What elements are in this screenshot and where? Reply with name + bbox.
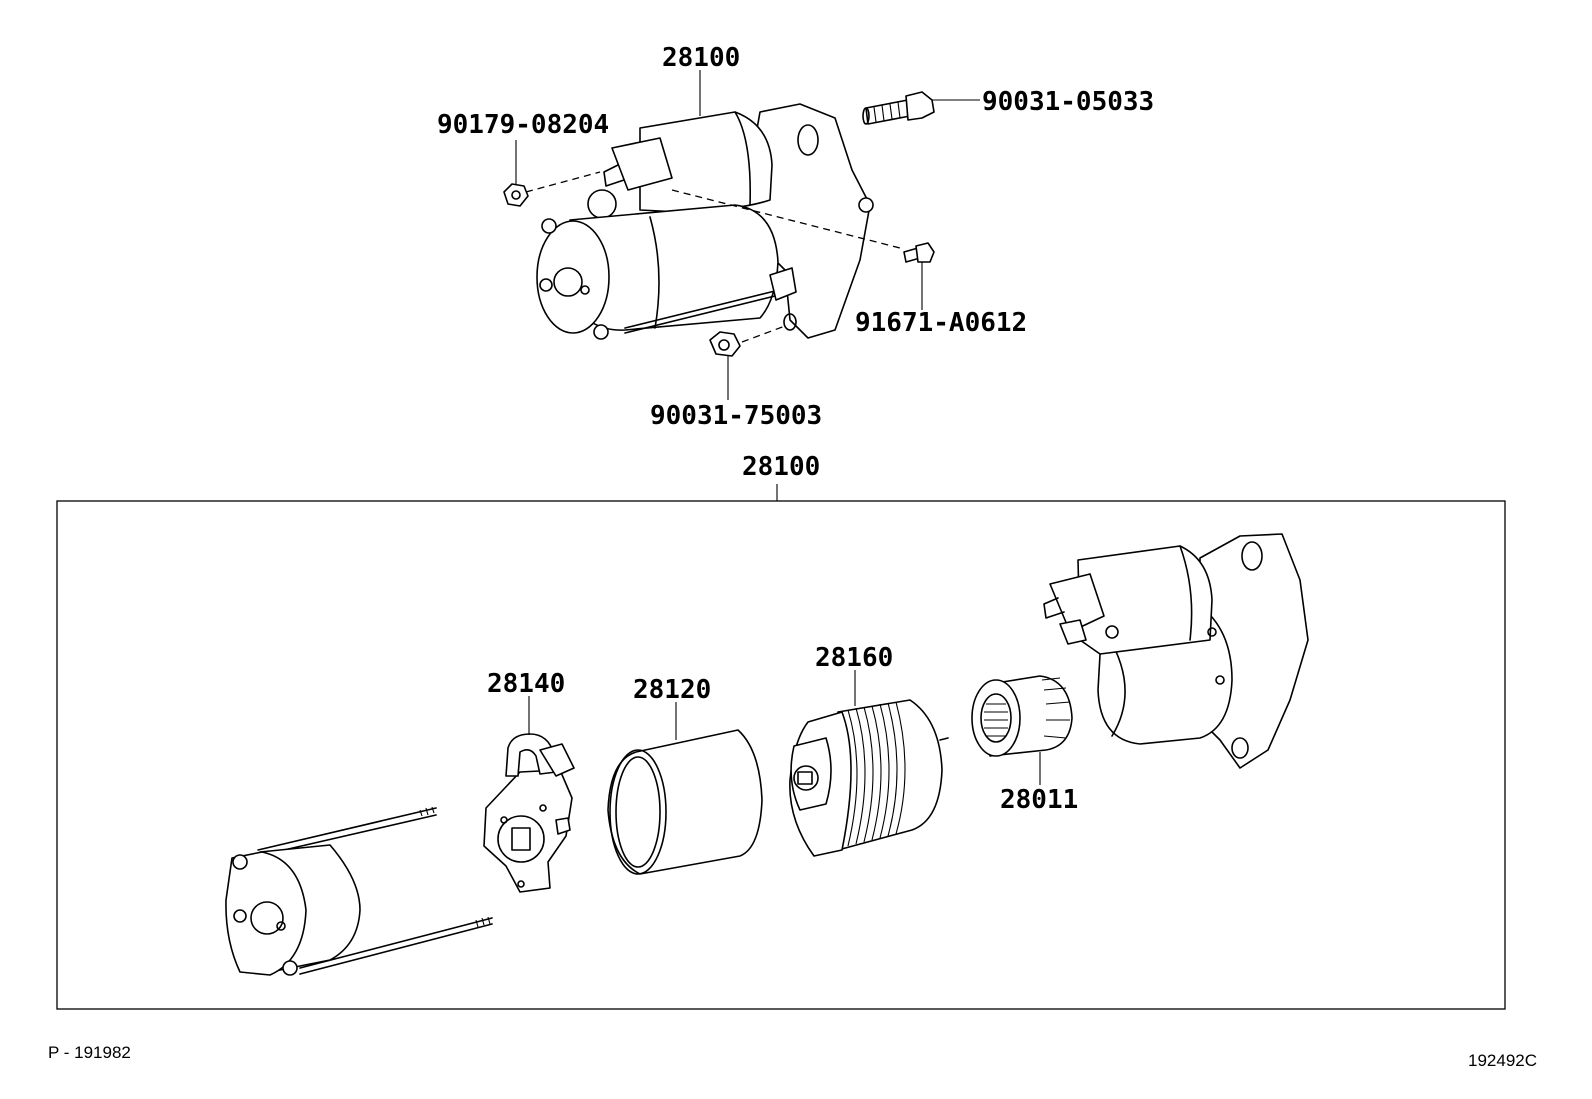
- yoke-illustration: [607, 729, 763, 875]
- nut-lower-icon: [709, 331, 741, 357]
- label-clutch: 28011: [1000, 785, 1078, 815]
- install-line-terminal: [525, 171, 601, 193]
- page-reference: P - 191982: [48, 1043, 131, 1062]
- label-bolt-small: 91671-A0612: [855, 308, 1027, 338]
- armature-illustration: [789, 699, 949, 857]
- exploded-view-frame: [56, 500, 1506, 1010]
- install-line-bolt: [671, 189, 901, 249]
- drive-housing-illustration: [1043, 533, 1309, 769]
- bolt-small-icon: [903, 242, 935, 263]
- label-bolt-upper: 90031-05033: [982, 87, 1154, 117]
- bolt-upper-icon: [862, 91, 935, 125]
- label-yoke: 28120: [633, 675, 711, 705]
- brush-holder-illustration: [483, 733, 575, 893]
- install-line-lower: [741, 325, 786, 343]
- clutch-illustration: [971, 675, 1073, 757]
- label-nut-lower: 90031-75003: [650, 401, 822, 431]
- label-nut-terminal: 90179-08204: [437, 110, 609, 140]
- label-brush-holder: 28140: [487, 669, 565, 699]
- motor-housing-illustration: [225, 806, 493, 976]
- illustration-id: 192492C: [1468, 1051, 1537, 1070]
- label-frame-assembly: 28100: [742, 452, 820, 482]
- label-armature: 28160: [815, 643, 893, 673]
- nut-terminal-icon: [503, 183, 529, 207]
- starter-assembly-illustration: [536, 103, 874, 340]
- label-top-assembly: 28100: [662, 43, 740, 73]
